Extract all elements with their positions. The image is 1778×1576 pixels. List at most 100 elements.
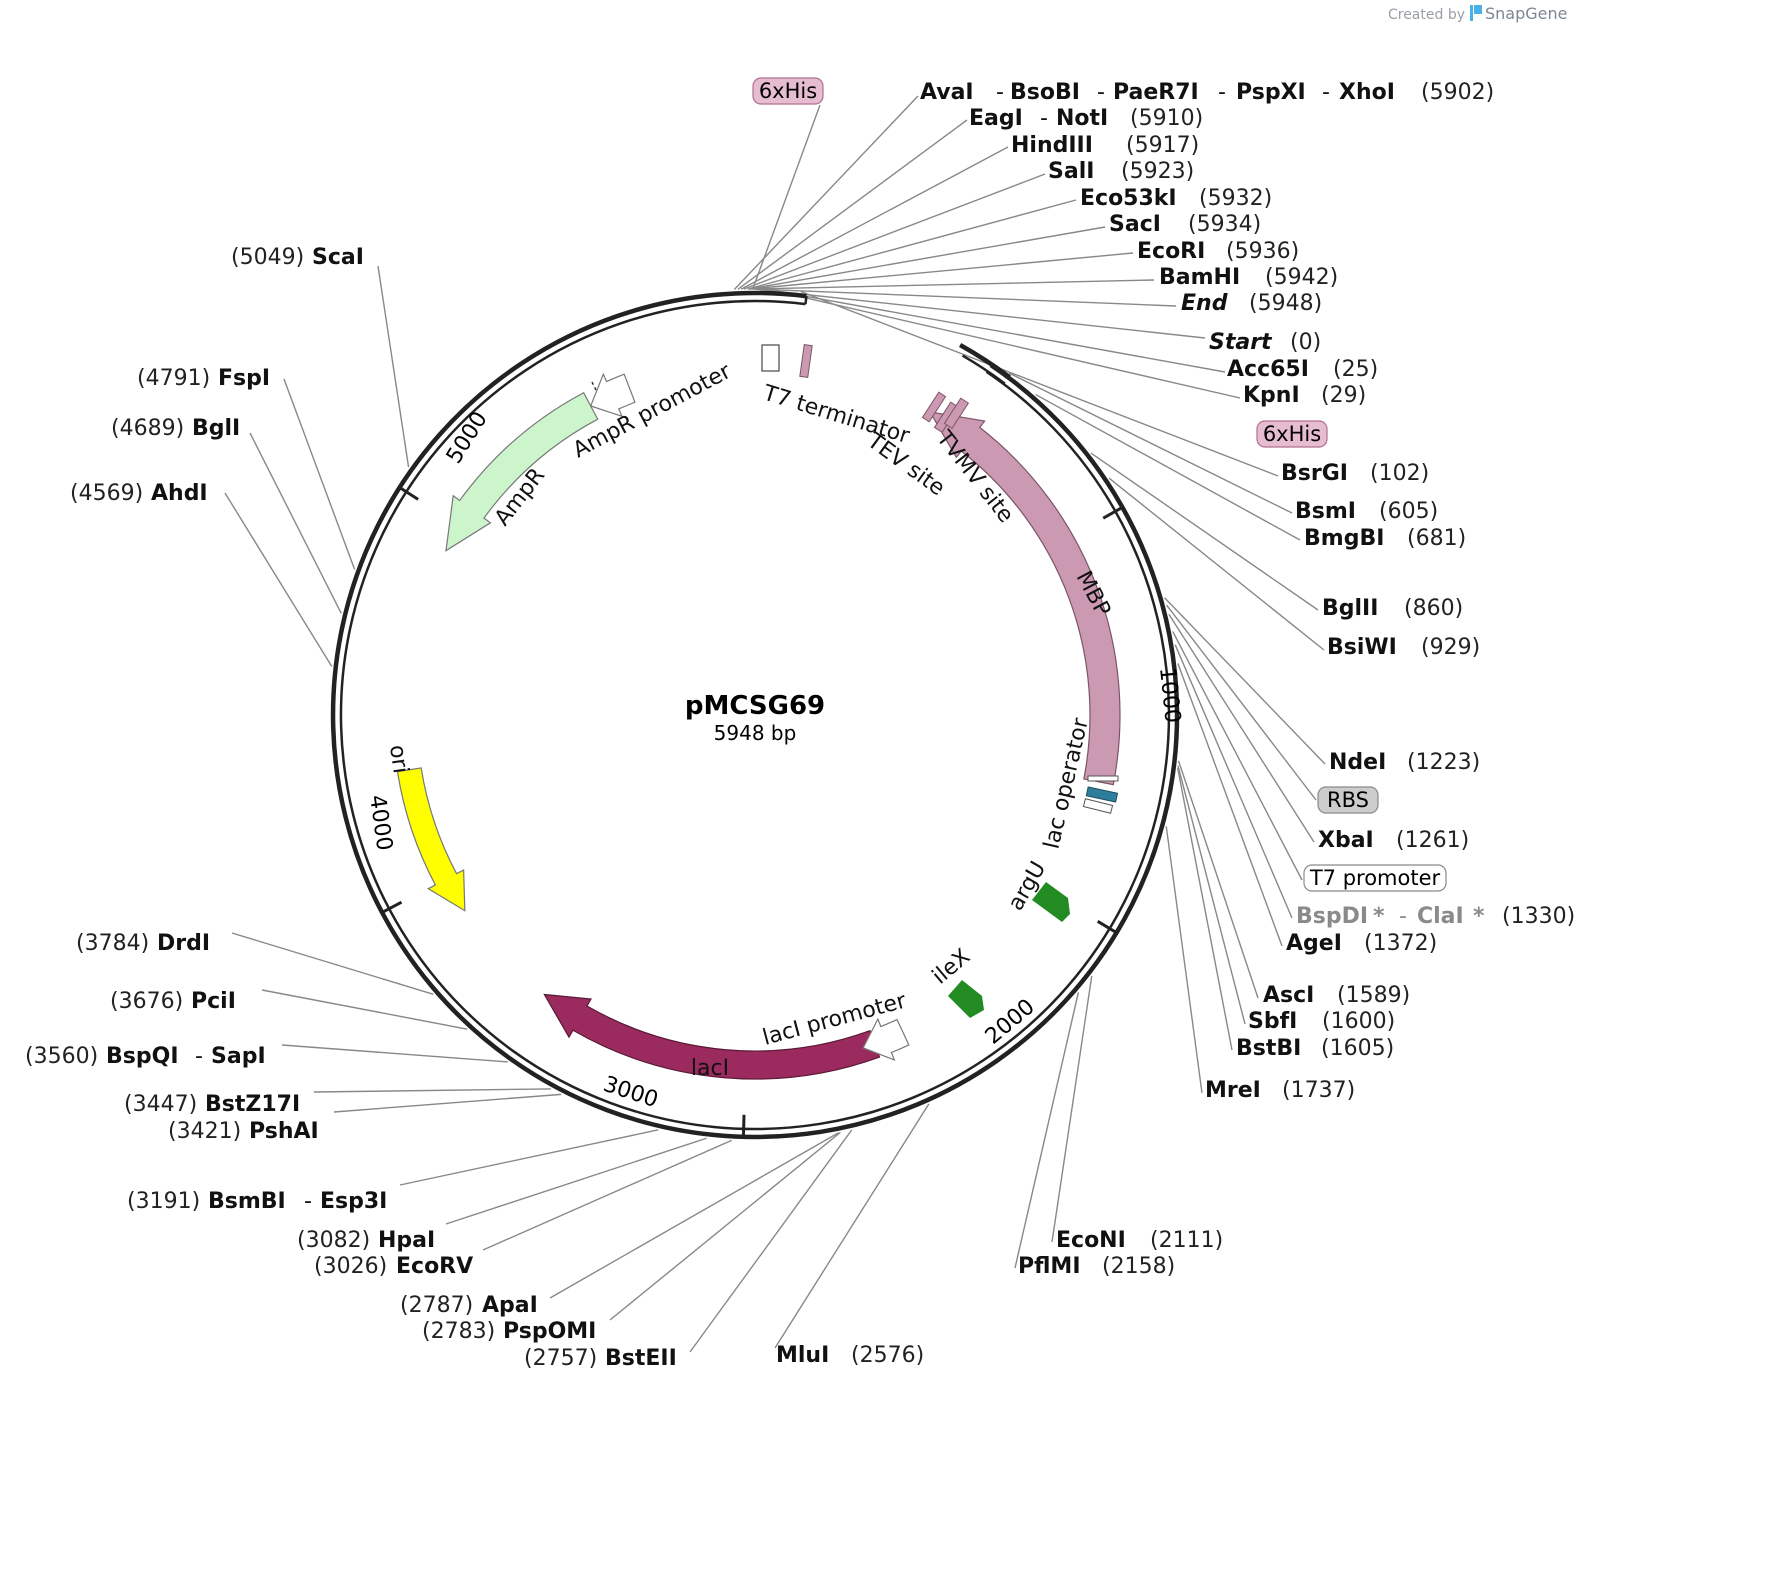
site-BmgBI: BmgBI <box>1304 526 1384 551</box>
leader-line <box>231 932 434 996</box>
site-leader-lines <box>224 95 1326 1353</box>
site-XhoI: XhoI <box>1339 80 1395 105</box>
site-row-KpnI: KpnI(29) <box>1243 383 1366 408</box>
site-MreI: MreI <box>1205 1078 1261 1103</box>
site-Acc65I-position: (25) <box>1333 357 1378 382</box>
leader-line <box>749 252 1134 290</box>
site-PspXI: PspXI <box>1236 80 1306 105</box>
feature-argU-arrow <box>1032 882 1070 922</box>
site-row-SacI: SacI(5934) <box>1109 212 1261 237</box>
leader-line <box>1008 372 1293 514</box>
snapgene-logo-icon <box>1470 5 1473 21</box>
site-BsiWI-position: (929) <box>1421 635 1480 660</box>
site-row-XbaI: XbaI(1261) <box>1318 828 1469 853</box>
site-PflMI: PflMI <box>1018 1254 1081 1279</box>
feature-lacI-promoter-arrow <box>862 1017 910 1061</box>
site-MluI-position: (2576) <box>851 1343 924 1368</box>
site-BstZ17I-position: (3447) <box>124 1092 197 1117</box>
site-row-Acc65I: Acc65I (25) <box>1227 357 1378 382</box>
snapgene-brand-text: SnapGene <box>1485 4 1567 23</box>
feature-label-AmpR-promoter: AmpR promoter <box>569 359 736 464</box>
site-row-MluI: MluI (2576) <box>776 1343 924 1368</box>
site-BglI: BglI <box>192 416 240 441</box>
site-row-BmgBI: BmgBI(681) <box>1304 526 1466 551</box>
site-AhdI: AhdI <box>151 481 208 506</box>
badge-6xHis-right <box>1256 420 1328 448</box>
site-row-BsmI: BsmI(605) <box>1295 499 1438 524</box>
site-row-BstEII: (2757)BstEII <box>524 1346 677 1371</box>
feature-T7-terminator-box <box>761 344 780 372</box>
feature-ori-arrow <box>396 767 466 912</box>
site-row-BspQI-group: (3560) BspQI - SapI <box>25 1044 266 1069</box>
plasmid-length: 5948 bp <box>714 721 797 745</box>
site-BamHI: BamHI <box>1159 265 1240 290</box>
site-row-PciI: (3676) PciI <box>110 989 236 1014</box>
site-PspOMI-position: (2783) <box>422 1319 495 1344</box>
site-row-BsmBI-group: (3191) BsmBI - Esp3I <box>127 1189 387 1214</box>
backbone-cut-gap <box>804 295 808 305</box>
leader-line <box>737 119 968 290</box>
backbone-inner-ring <box>339 299 1171 1131</box>
leader-line <box>609 1131 841 1321</box>
site-row-BamHI: BamHI(5942) <box>1159 265 1338 290</box>
leader-line <box>224 492 333 667</box>
site-DrdI: DrdI <box>157 931 210 956</box>
site-BglII: BglII <box>1322 596 1378 621</box>
leader-line <box>261 989 468 1030</box>
leader-line <box>1166 604 1317 801</box>
leader-line <box>313 1088 551 1093</box>
leader-line <box>1177 767 1233 1051</box>
backbone-outer-ring <box>330 290 1180 1140</box>
site-XbaI-position: (1261) <box>1396 828 1469 853</box>
site-Eco53kI-position: (5932) <box>1199 186 1272 211</box>
badge-6xHis-top-label: 6xHis <box>759 79 817 103</box>
site-Eco53kI: Eco53kI <box>1080 186 1177 211</box>
leader-line <box>774 1103 930 1349</box>
site-dash: - <box>304 1189 312 1214</box>
leader-line <box>1177 765 1246 1025</box>
feature-ileX-arrow <box>948 980 984 1018</box>
site-row-EagI-group: EagI - NotI (5910) <box>969 106 1203 131</box>
site-End-position: (5948) <box>1249 291 1322 316</box>
site-row-AvaI-group: AvaI - BsoBI - PaeR7I - PspXI - XhoI (59… <box>920 80 1494 105</box>
site-row-DrdI: (3784)DrdI <box>76 931 210 956</box>
badge-6xHis-top <box>752 77 824 105</box>
site-SbfI-position: (1600) <box>1322 1009 1395 1034</box>
site-PciI: PciI <box>191 989 236 1014</box>
site-EcoNI: EcoNI <box>1056 1228 1126 1253</box>
site-MluI: MluI <box>776 1343 829 1368</box>
leader-line <box>249 432 342 614</box>
leader-line <box>1177 663 1283 947</box>
site-EcoNI-position: (2111) <box>1150 1228 1223 1253</box>
site-SbfI: SbfI <box>1248 1009 1297 1034</box>
feature-label-T7-terminator: T7 terminator <box>759 381 913 450</box>
site-row-BstBI: BstBI(1605) <box>1236 1036 1394 1061</box>
leader-line <box>482 1139 732 1251</box>
site-Start: Start <box>1209 330 1273 355</box>
site-HindIII: HindIII <box>1011 133 1093 158</box>
site-HpaI: HpaI <box>378 1228 435 1253</box>
leader-line <box>281 1044 508 1063</box>
backbone-ticks <box>379 485 1125 1139</box>
site-FspI-position: (4791) <box>137 366 210 391</box>
leader-line <box>1172 631 1303 881</box>
site-Start-position: (0) <box>1290 330 1321 355</box>
site-AgeI-position: (1372) <box>1364 931 1437 956</box>
site-ScaI-position: (5049) <box>231 245 304 270</box>
site-row-ApaI: (2787)ApaI <box>400 1293 538 1318</box>
site-row-EcoRI: EcoRI(5936) <box>1137 239 1299 264</box>
feature-lac-operator-box <box>1085 786 1119 803</box>
site-Acc65I: Acc65I <box>1227 357 1309 382</box>
leader-line <box>743 173 1046 290</box>
site-row-NdeI: NdeI(1223) <box>1329 750 1480 775</box>
site-row-BspDI-group: BspDI * - ClaI * (1330) <box>1296 904 1575 929</box>
leader-line <box>1035 393 1301 541</box>
feature-label-ileX: ileX <box>928 944 975 989</box>
site-PspOMI: PspOMI <box>503 1319 596 1344</box>
site-BspDI-position: (1330) <box>1502 904 1575 929</box>
site-SapI: SapI <box>211 1044 266 1069</box>
site-PciI-position: (3676) <box>110 989 183 1014</box>
feature-lacI-arrow <box>543 993 881 1080</box>
site-NotI: NotI <box>1056 106 1108 131</box>
